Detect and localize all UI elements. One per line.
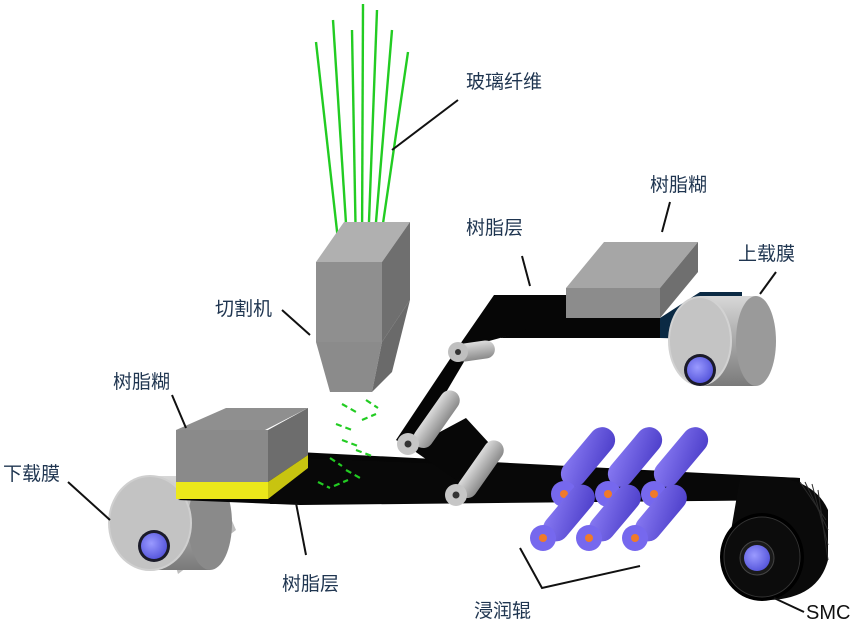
label-upper-film: 上载膜 [738, 243, 796, 265]
label-resin-paste-left: 树脂糊 [113, 371, 171, 393]
leader-resin-layer-top [521, 255, 531, 287]
glass-fiber-strands [314, 3, 410, 259]
resin-paste-box-left [176, 408, 308, 499]
impregnation-roller [530, 484, 595, 551]
impregnation-rollers [530, 427, 709, 551]
label-cutter: 切割机 [215, 298, 273, 320]
guide-roller-middle [397, 390, 460, 455]
guide-roller-top [448, 340, 495, 362]
leader-upper-film [759, 271, 777, 295]
leader-cutter [281, 309, 311, 336]
chopped-fibers [317, 399, 379, 489]
lower-film-roll [108, 470, 236, 574]
label-resin-paste-top: 树脂糊 [650, 174, 708, 196]
leader-resin-paste-left [171, 394, 187, 429]
cutter-hopper [316, 222, 410, 392]
impregnation-roller [576, 484, 641, 551]
leader-glass-fiber [391, 99, 459, 151]
label-lower-film: 下载膜 [3, 463, 61, 485]
label-smc: SMC [806, 602, 851, 624]
leader-resin-paste-top [661, 201, 671, 233]
upper-film-roll [668, 296, 776, 386]
leader-resin-layer-bottom [295, 502, 307, 556]
label-resin-layer-bottom: 树脂层 [282, 573, 340, 595]
resin-paste-box-top [566, 242, 698, 318]
impregnation-roller [622, 484, 687, 551]
leader-lines [67, 99, 805, 613]
upper-film-belt [396, 295, 660, 480]
leader-lower-film [67, 481, 111, 521]
guide-roller-bottom [445, 440, 504, 506]
leader-impregnation-rollers [519, 547, 641, 590]
guide-rollers [397, 340, 504, 506]
leader-smc [773, 597, 805, 613]
label-impregnation-rollers: 浸润辊 [474, 600, 532, 622]
label-resin-layer-top: 树脂层 [466, 217, 524, 239]
label-glass-fiber: 玻璃纤维 [466, 71, 543, 93]
smc-output-roll [720, 513, 804, 601]
